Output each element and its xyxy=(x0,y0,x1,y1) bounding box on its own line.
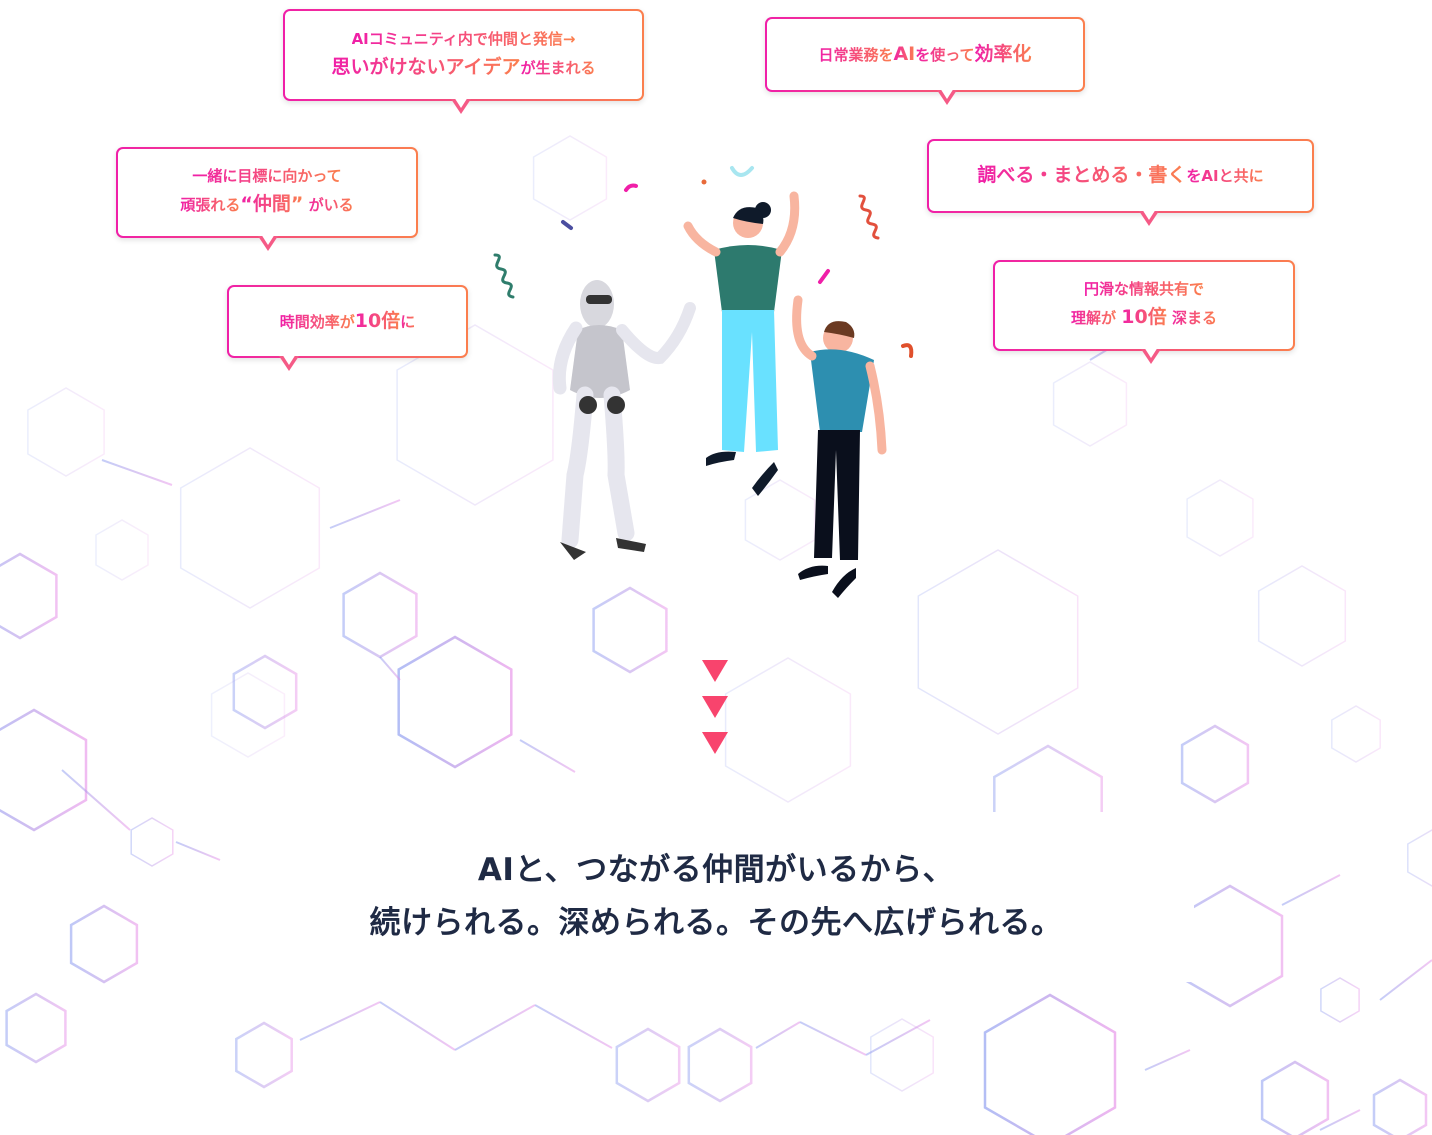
hexagon-shape xyxy=(1331,705,1381,763)
bubble-text: に xyxy=(400,312,416,331)
hexagon-shape xyxy=(179,447,321,609)
hexagon-shape xyxy=(342,571,418,659)
bubble-emphasis: 思いがけないアイデア xyxy=(331,55,521,78)
hexagon-shape xyxy=(27,387,105,477)
bubble-text-line: 日常業務をAIを使って効率化 xyxy=(818,39,1031,70)
bubble-emphasis: 10倍 xyxy=(354,309,401,332)
speech-bubble-efficiency: 日常業務をAIを使って効率化 xyxy=(765,17,1085,105)
bubble-text-line: 一緒に目標に向かって xyxy=(192,164,341,189)
bubble-emphasis: 10倍 xyxy=(1121,306,1167,329)
hexagon-link xyxy=(379,1001,456,1051)
bubble-tail xyxy=(258,234,278,251)
hexagon-link xyxy=(1319,1109,1361,1131)
hexagon-link xyxy=(519,739,576,773)
hexagon-link xyxy=(175,841,221,861)
bubble-text: 頑張れる xyxy=(180,196,241,215)
bubble-text-line: 時間効率が10倍に xyxy=(280,306,415,337)
hexagon-shape xyxy=(983,993,1117,1135)
speech-bubble-community-ideas: AIコミュニティ内で仲間と発信→ 思いがけないアイデアが生まれる xyxy=(283,9,644,114)
hexagon-link xyxy=(329,499,401,529)
speech-bubble-information-sharing: 円滑な情報共有で 理解が 10倍 深まる xyxy=(993,260,1295,364)
hexagon-shape xyxy=(1186,479,1254,557)
bubble-text: がいる xyxy=(303,196,354,215)
woman-figure xyxy=(683,191,800,496)
hexagon-shape xyxy=(1260,1060,1330,1135)
hexagon-shape xyxy=(687,1027,753,1103)
hexagon-shape xyxy=(1407,829,1432,887)
hexagon-link xyxy=(101,459,173,486)
bubble-tail xyxy=(937,88,957,105)
bubble-text-line: 頑張れる“仲間” がいる xyxy=(180,189,353,220)
hexagon-shape xyxy=(1257,565,1347,667)
hexagon-link xyxy=(454,1004,536,1051)
bubble-text-line: AIコミュニティ内で仲間と発信→ xyxy=(352,27,576,52)
hexagon-shape xyxy=(1372,1078,1428,1135)
hexagon-shape xyxy=(397,635,513,769)
bubble-text-line: 円滑な情報共有で xyxy=(1084,277,1204,302)
bubble-emphasis: 調べる・まとめる・書く xyxy=(977,164,1187,187)
hexagon-shape xyxy=(1052,361,1128,447)
bubble-emphasis: AI xyxy=(893,42,916,65)
hexagon-link xyxy=(799,1021,867,1056)
bubble-tail xyxy=(1139,209,1159,226)
bubble-emphasis: “仲間” xyxy=(240,193,304,216)
bubble-text-line: 思いがけないアイデアが生まれる xyxy=(331,52,595,83)
bubble-text-line: 理解が 10倍 深まる xyxy=(1071,302,1217,333)
bubble-tail xyxy=(279,354,299,371)
hexagon-link xyxy=(1379,959,1432,1001)
hexagon-shape xyxy=(232,654,298,730)
hexagon-link xyxy=(299,1001,381,1041)
hexagon-link xyxy=(1281,874,1341,906)
hexagon-shape xyxy=(210,672,286,758)
chevron-down-icon xyxy=(702,696,728,718)
hexagon-shape xyxy=(724,657,852,803)
hexagon-shape xyxy=(69,904,139,984)
bubble-text: 理解が xyxy=(1071,309,1122,328)
bubble-text-line: 調べる・まとめる・書くをAIと共に xyxy=(977,160,1263,191)
message-line: AIと、つながる仲間がいるから、 xyxy=(477,852,955,888)
confetti-decoration xyxy=(493,166,914,358)
hexagon-shape xyxy=(870,1018,934,1092)
chevron-down-icon xyxy=(702,732,728,754)
bubble-tail xyxy=(1141,347,1161,364)
bubble-text: 深まる xyxy=(1166,309,1217,328)
hexagon-shape xyxy=(0,708,88,832)
hexagon-shape xyxy=(1320,977,1360,1023)
man-figure xyxy=(792,295,887,598)
hexagon-link xyxy=(1144,1049,1191,1071)
bubble-tail xyxy=(451,97,471,114)
speech-bubble-time-efficiency: 時間効率が10倍に xyxy=(227,285,468,371)
bubble-text: を使って xyxy=(915,45,975,64)
hexagon-shape xyxy=(1180,724,1250,804)
hexagon-link xyxy=(865,1019,931,1056)
hexagon-shape xyxy=(0,552,58,640)
hexagon-shape xyxy=(615,1027,681,1103)
hexagon-shape xyxy=(5,992,67,1064)
hexagon-shape xyxy=(95,519,149,581)
hexagon-link xyxy=(379,656,401,681)
bubble-text: 時間効率が xyxy=(279,312,355,331)
robot-figure xyxy=(552,280,696,560)
hexagon-link xyxy=(61,769,131,831)
hexagon-shape xyxy=(917,549,1079,735)
message-line: 続けられる。深められる。その先へ広げられる。 xyxy=(369,905,1063,941)
hexagon-shape xyxy=(396,324,554,506)
bubble-text: をAIと共に xyxy=(1186,167,1264,186)
hexagon-shape xyxy=(130,817,174,867)
hexagon-link xyxy=(534,1004,613,1049)
message-panel: AIと、つながる仲間がいるから、 続けられる。深められる。その先へ広げられる。 xyxy=(238,812,1194,982)
speech-bubble-teammates: 一緒に目標に向かって 頑張れる“仲間” がいる xyxy=(116,147,418,251)
hexagon-shape xyxy=(235,1021,293,1089)
bubble-text: が生まれる xyxy=(520,58,596,77)
team-with-robot-illustration xyxy=(493,166,914,598)
speech-bubble-research: 調べる・まとめる・書くをAIと共に xyxy=(927,139,1314,226)
bubble-text: 日常業務を xyxy=(818,45,894,64)
bubble-emphasis: 効率化 xyxy=(974,42,1032,65)
chevron-down-icon xyxy=(702,660,728,682)
hexagon-shape xyxy=(744,479,816,561)
hexagon-shape xyxy=(532,135,608,221)
hexagon-link xyxy=(755,1021,801,1049)
